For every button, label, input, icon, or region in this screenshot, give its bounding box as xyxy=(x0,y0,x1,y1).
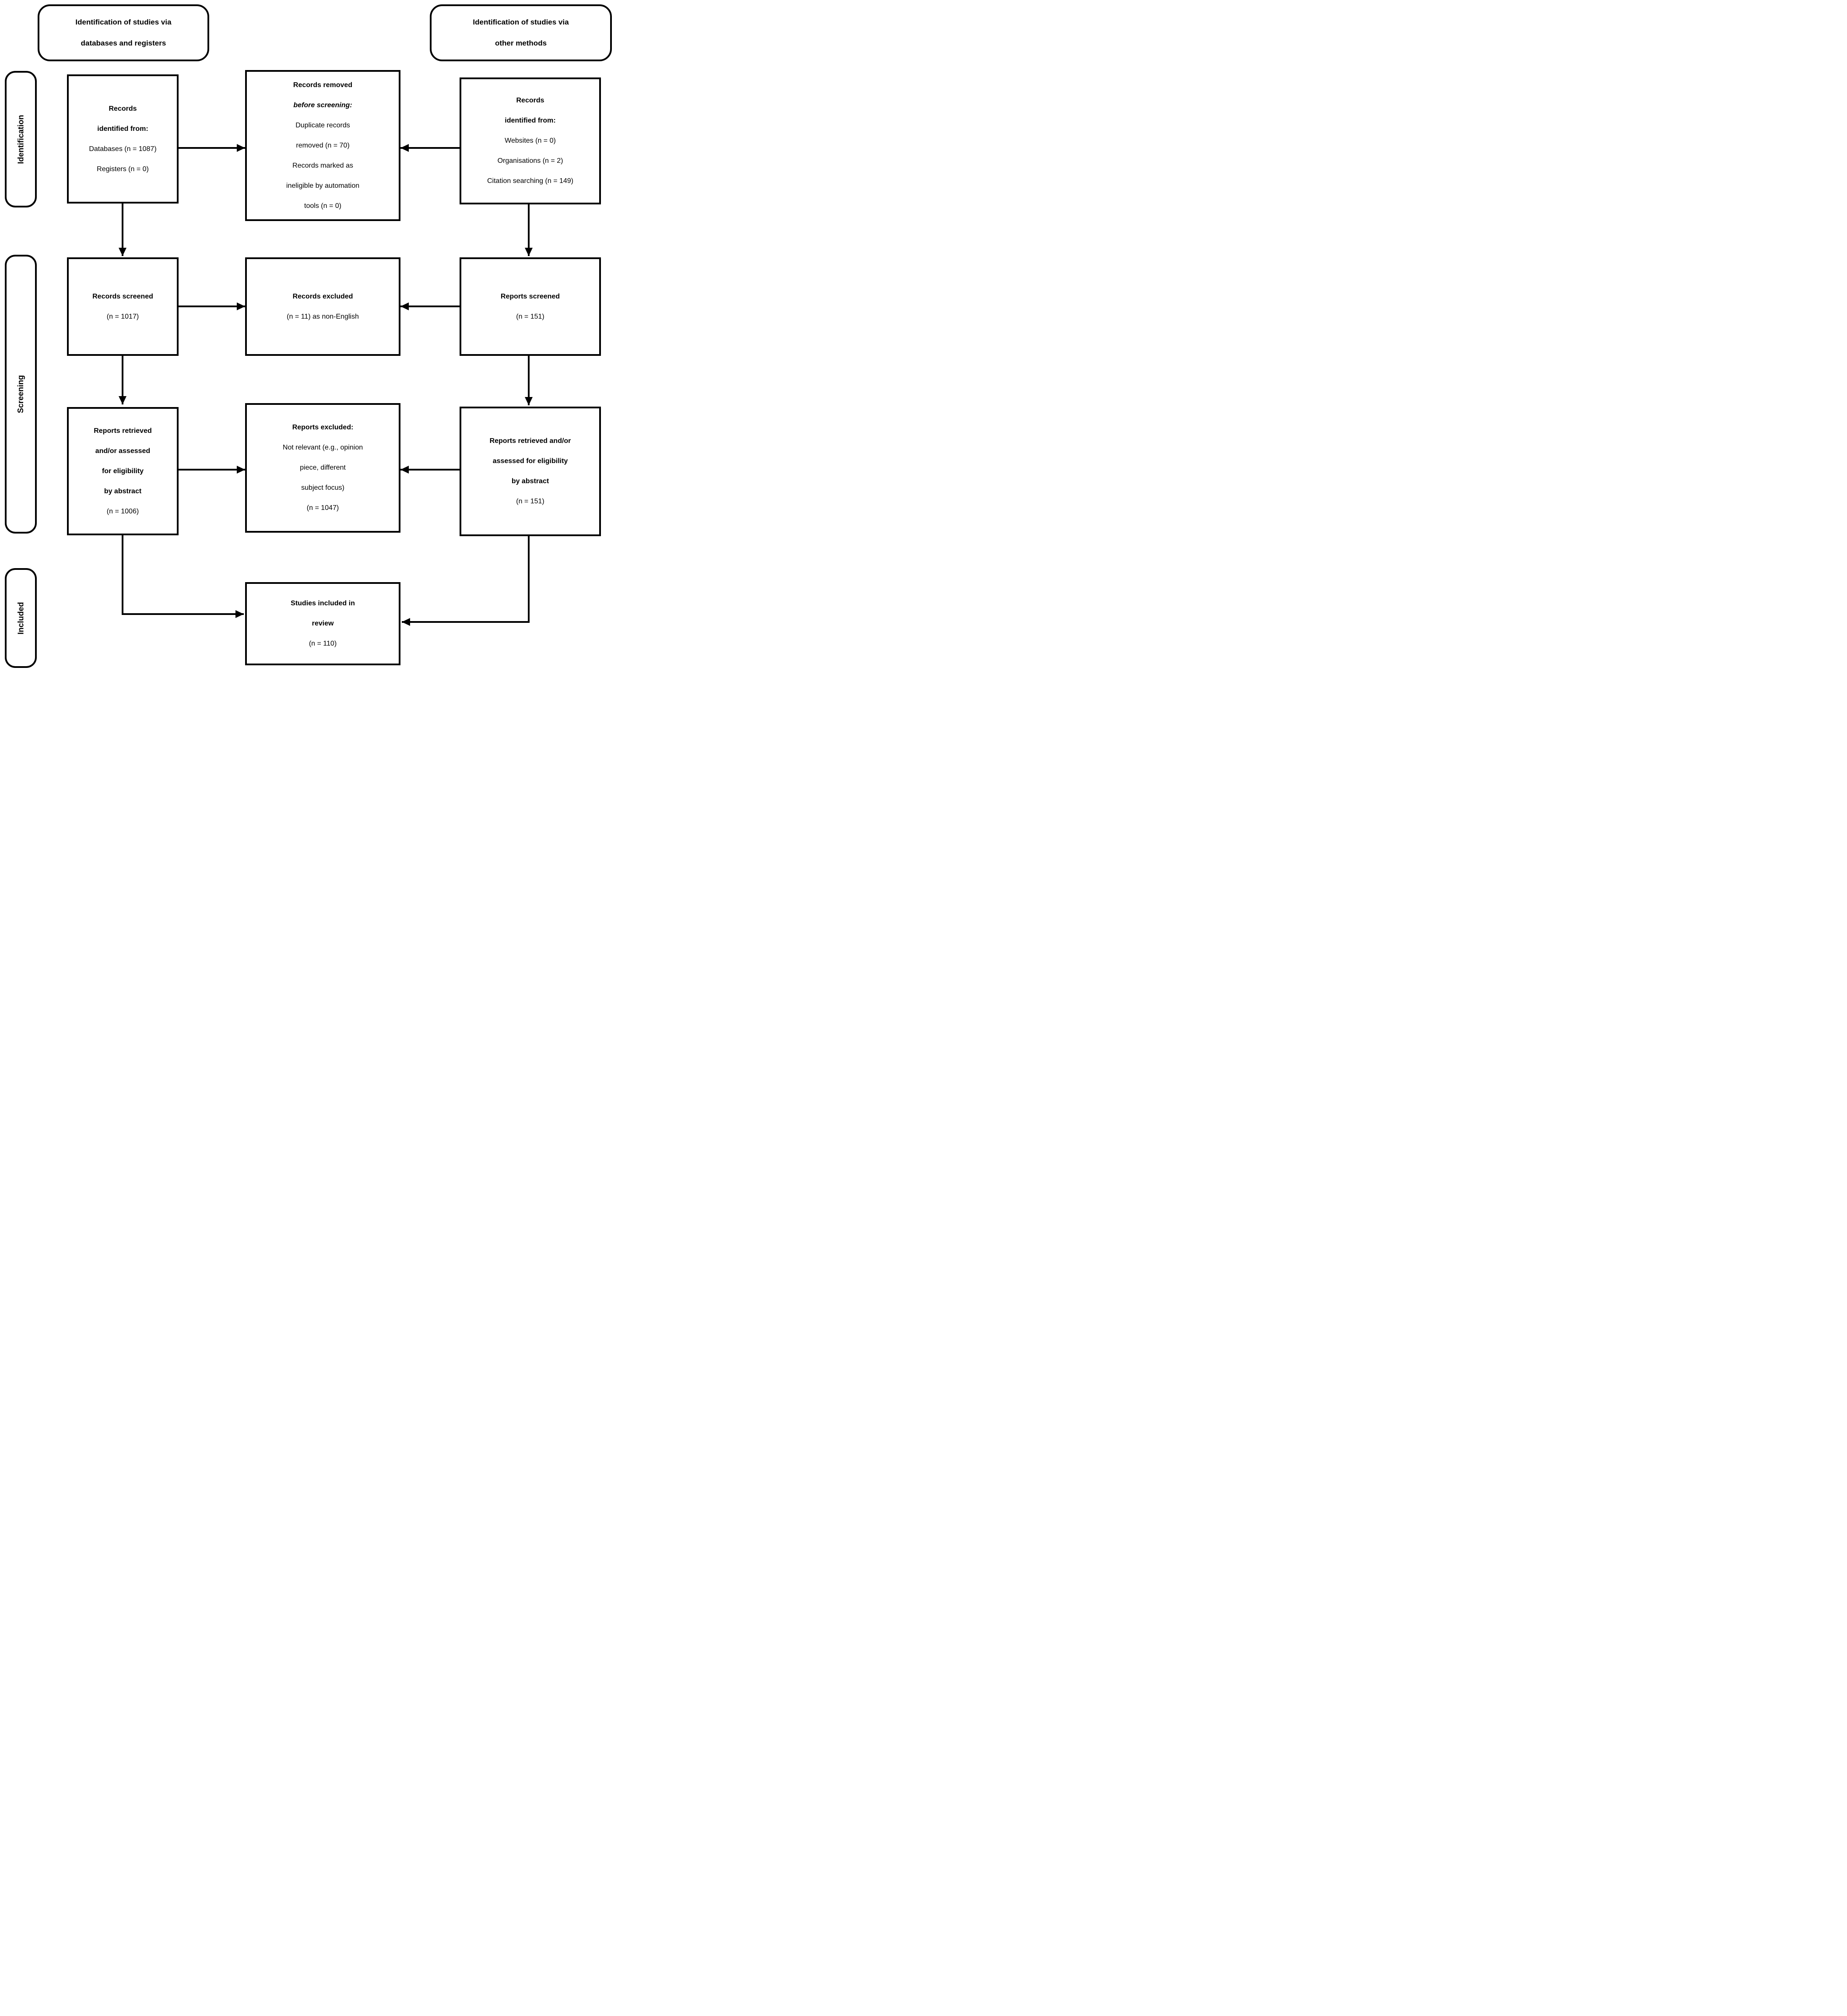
box-line: tools (n = 0) xyxy=(304,202,341,210)
box-line: (n = 151) xyxy=(516,498,544,505)
box-line: review xyxy=(312,620,334,627)
box-line: Organisations (n = 2) xyxy=(497,157,563,165)
box-line: Not relevant (e.g., opinion xyxy=(282,444,363,451)
box-records-excluded: Records excluded (n = 11) as non-English xyxy=(245,257,400,356)
box-records-screened: Records screened (n = 1017) xyxy=(67,257,179,356)
box-line: Databases (n = 1087) xyxy=(89,145,157,153)
box-line: (n = 11) as non-English xyxy=(287,313,359,320)
box-line: (n = 1047) xyxy=(306,504,339,512)
box-line: identified from: xyxy=(505,117,556,124)
box-line: Reports retrieved xyxy=(94,427,152,435)
box-line: removed (n = 70) xyxy=(296,141,350,149)
phase-identification: Identification xyxy=(5,71,37,207)
header-databases-registers: Identification of studies via databases a… xyxy=(38,4,209,61)
box-studies-included: Studies included in review (n = 110) xyxy=(245,582,400,665)
box-line: ineligible by automation xyxy=(286,182,360,190)
box-line: Reports screened xyxy=(500,292,560,300)
arrow-retrieved-db-to-included xyxy=(122,535,244,618)
phase-screening: Screening xyxy=(5,255,37,534)
box-records-identified-other: Records identified from: Websites (n = 0) O… xyxy=(460,77,601,204)
box-line: before screening: xyxy=(293,101,352,109)
box-reports-excluded: Reports excluded: Not relevant (e.g., opi… xyxy=(245,403,400,533)
box-line: Records excluded xyxy=(292,292,353,300)
box-line: Records screened xyxy=(92,292,153,300)
phase-identification-label: Identification xyxy=(16,115,25,164)
box-line: Reports excluded: xyxy=(292,424,354,431)
box-line: by abstract xyxy=(104,487,142,495)
box-line: Citation searching (n = 149) xyxy=(487,177,573,185)
box-records-identified-databases: Records identified from: Databases (n = 10… xyxy=(67,74,179,204)
box-line: subject focus) xyxy=(301,484,344,492)
box-line: assessed for eligibility xyxy=(492,457,568,465)
box-records-removed-before-screening: Records removed before screening: Duplicat… xyxy=(245,70,400,221)
box-reports-retrieved-other: Reports retrieved and/or assessed for eli… xyxy=(460,407,601,536)
box-line: Records xyxy=(516,97,544,104)
prisma-flow-diagram: Identification of studies via databases a… xyxy=(0,0,616,672)
box-line: Identification of studies via xyxy=(473,18,569,26)
box-line: (n = 110) xyxy=(309,640,337,647)
box-line: (n = 1017) xyxy=(106,313,139,320)
phase-included: Included xyxy=(5,568,37,668)
box-reports-retrieved-databases: Reports retrieved and/or assessed for elig… xyxy=(67,407,179,535)
box-line: (n = 1006) xyxy=(106,507,139,515)
box-line: Websites (n = 0) xyxy=(505,137,556,144)
box-line: Studies included in xyxy=(291,600,355,607)
box-line: by abstract xyxy=(511,478,549,485)
box-line: Registers (n = 0) xyxy=(97,165,149,173)
box-line: other methods xyxy=(495,39,547,47)
phase-screening-label: Screening xyxy=(16,375,25,414)
box-reports-screened: Reports screened (n = 151) xyxy=(460,257,601,356)
box-line: Records marked as xyxy=(292,162,353,169)
box-line: for eligibility xyxy=(102,467,144,475)
box-line: Reports retrieved and/or xyxy=(489,437,571,445)
box-line: Identification of studies via xyxy=(75,18,172,26)
phase-included-label: Included xyxy=(16,601,25,635)
header-other-methods: Identification of studies via other metho… xyxy=(430,4,612,61)
box-line: and/or assessed xyxy=(95,447,151,455)
box-line: databases and registers xyxy=(81,39,166,47)
box-line: Records xyxy=(109,105,137,112)
box-line: Duplicate records xyxy=(295,121,350,129)
arrow-retrieved-other-to-included xyxy=(402,536,530,626)
box-line: piece, different xyxy=(300,464,346,471)
box-line: Records removed xyxy=(293,81,353,89)
box-line: identified from: xyxy=(97,125,148,133)
box-line: (n = 151) xyxy=(516,313,544,320)
